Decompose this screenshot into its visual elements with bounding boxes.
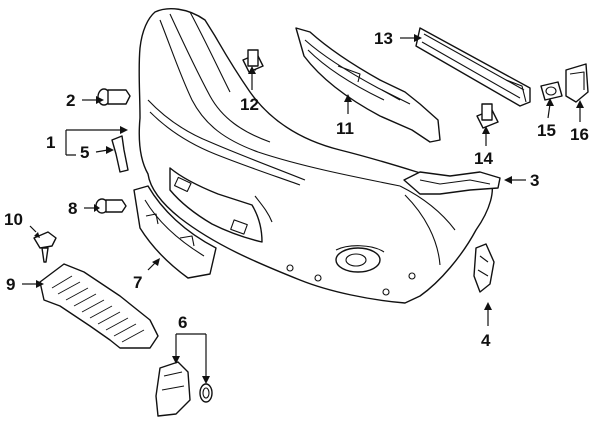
- callout-3[interactable]: 3: [530, 171, 539, 190]
- part-15-clip: [540, 81, 563, 101]
- part-13-impact-bar: [415, 27, 531, 107]
- callout-6[interactable]: 6: [178, 313, 187, 332]
- part-7-license-bracket: [133, 185, 217, 279]
- part-9-lower-deflector: [39, 263, 159, 349]
- callout-labels: 1 2 3 4 5 6 7 8 9 10 11 12 13 14 15 16: [4, 29, 589, 350]
- part-8-screw: [95, 198, 127, 214]
- part-2-push-pin: [97, 88, 131, 106]
- bumper-cover: [138, 8, 494, 304]
- leader-lines: [22, 34, 584, 384]
- part-6-bracket-and-ring: [155, 361, 213, 417]
- callout-9[interactable]: 9: [6, 275, 15, 294]
- callout-13[interactable]: 13: [374, 29, 393, 48]
- part-14-bolt: [476, 103, 499, 129]
- part-3-side-support: [403, 171, 501, 195]
- part-10-clip: [33, 231, 57, 263]
- part-4-side-retainer: [473, 243, 495, 293]
- part-12-bolt: [242, 49, 264, 73]
- callout-11[interactable]: 11: [336, 119, 354, 138]
- callout-8[interactable]: 8: [68, 199, 77, 218]
- callout-4[interactable]: 4: [481, 331, 491, 350]
- part-5-bracket: [111, 135, 129, 173]
- callout-14[interactable]: 14: [474, 149, 493, 168]
- callout-2[interactable]: 2: [66, 91, 75, 110]
- callout-12[interactable]: 12: [240, 95, 259, 114]
- callout-16[interactable]: 16: [570, 125, 589, 144]
- callout-7[interactable]: 7: [133, 273, 142, 292]
- part-16-side-bracket: [565, 63, 589, 103]
- callout-5[interactable]: 5: [80, 143, 89, 162]
- callout-15[interactable]: 15: [537, 121, 556, 140]
- part-11-energy-absorber: [295, 27, 441, 143]
- callout-10[interactable]: 10: [4, 210, 23, 229]
- callout-1[interactable]: 1: [46, 133, 55, 152]
